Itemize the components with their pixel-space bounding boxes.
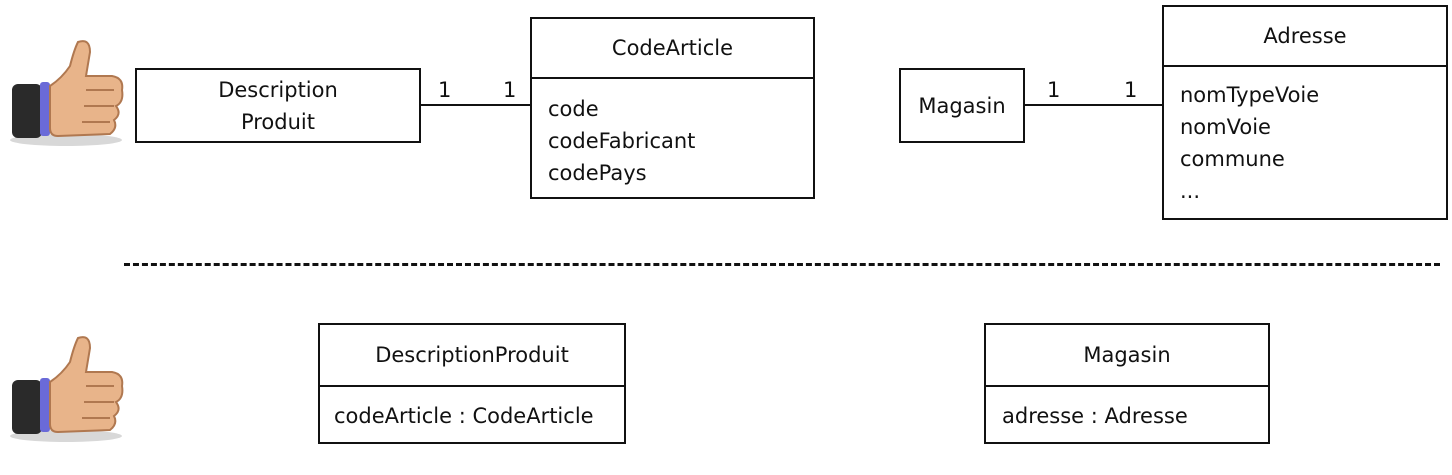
- attribute: codeArticle : CodeArticle: [334, 404, 594, 428]
- multiplicity-label: 1: [503, 78, 517, 102]
- attribute-list: code codeFabricant codePays: [532, 77, 813, 189]
- magasin-class: Magasin adresse : Adresse: [984, 323, 1270, 444]
- class-name: DescriptionProduit: [375, 343, 569, 367]
- association-line: [1025, 104, 1163, 106]
- class-name: Adresse: [1263, 24, 1347, 48]
- attribute-list: adresse : Adresse: [986, 385, 1268, 432]
- class-name-line: Produit: [240, 109, 315, 134]
- multiplicity-label: 1: [1047, 78, 1061, 102]
- attribute: adresse : Adresse: [1002, 404, 1188, 428]
- attribute-list: codeArticle : CodeArticle: [320, 385, 624, 432]
- class-name-line: Description: [218, 77, 338, 102]
- description-produit-class: DescriptionProduit codeArticle : CodeArt…: [318, 323, 626, 444]
- code-article-class: CodeArticle code codeFabricant codePays: [530, 17, 815, 199]
- thumbs-up-icon: [10, 40, 124, 146]
- thumbs-up-icon: [10, 336, 124, 442]
- attribute: nomTypeVoie: [1180, 83, 1320, 107]
- magasin-class: Magasin: [899, 68, 1025, 143]
- class-name: CodeArticle: [611, 36, 734, 60]
- attribute: nomVoie: [1180, 115, 1271, 139]
- attribute: codeFabricant: [548, 129, 696, 153]
- description-produit-class: Description Produit: [135, 68, 421, 143]
- attribute: commune: [1180, 147, 1285, 171]
- class-name: Magasin: [1083, 343, 1171, 367]
- adresse-class: Adresse nomTypeVoie nomVoie commune ...: [1162, 5, 1448, 220]
- attribute-list: nomTypeVoie nomVoie commune ...: [1164, 65, 1446, 207]
- attribute: ...: [1180, 179, 1201, 203]
- attribute: code: [548, 97, 599, 121]
- attribute: codePays: [548, 161, 647, 185]
- association-line: [421, 104, 530, 106]
- class-name: Magasin: [918, 93, 1006, 118]
- multiplicity-label: 1: [438, 78, 452, 102]
- multiplicity-label: 1: [1124, 78, 1138, 102]
- separator-dashed-line: [124, 263, 1440, 266]
